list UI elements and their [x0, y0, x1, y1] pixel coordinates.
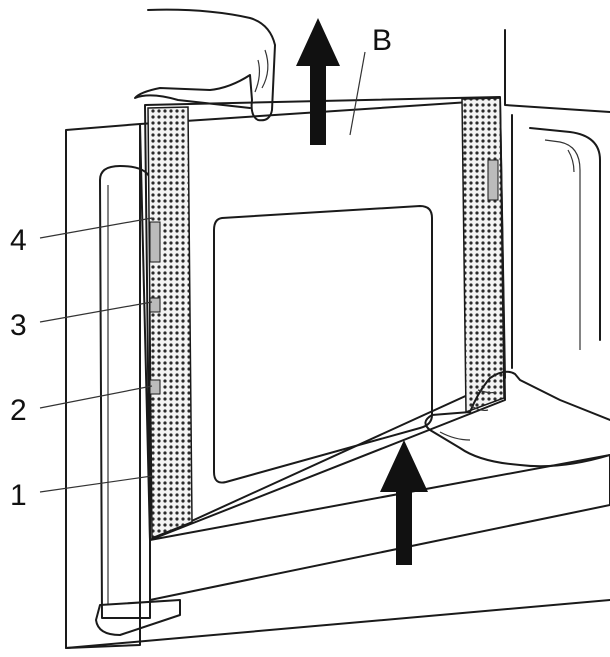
- callout-label-3: 3: [10, 309, 27, 342]
- arrow-up-icon: [296, 18, 340, 145]
- oven-cavity: [504, 29, 610, 369]
- callout-label-4: 4: [10, 224, 27, 257]
- callout-label-1: 1: [10, 479, 27, 512]
- door-label: B: [372, 24, 392, 57]
- door-panel: [144, 96, 506, 541]
- arrow-up-icon: [380, 440, 428, 565]
- callout-label-2: 2: [10, 394, 27, 427]
- upper-hand: [134, 8, 276, 122]
- lower-hand: [424, 370, 610, 468]
- callout-lines: [39, 51, 366, 493]
